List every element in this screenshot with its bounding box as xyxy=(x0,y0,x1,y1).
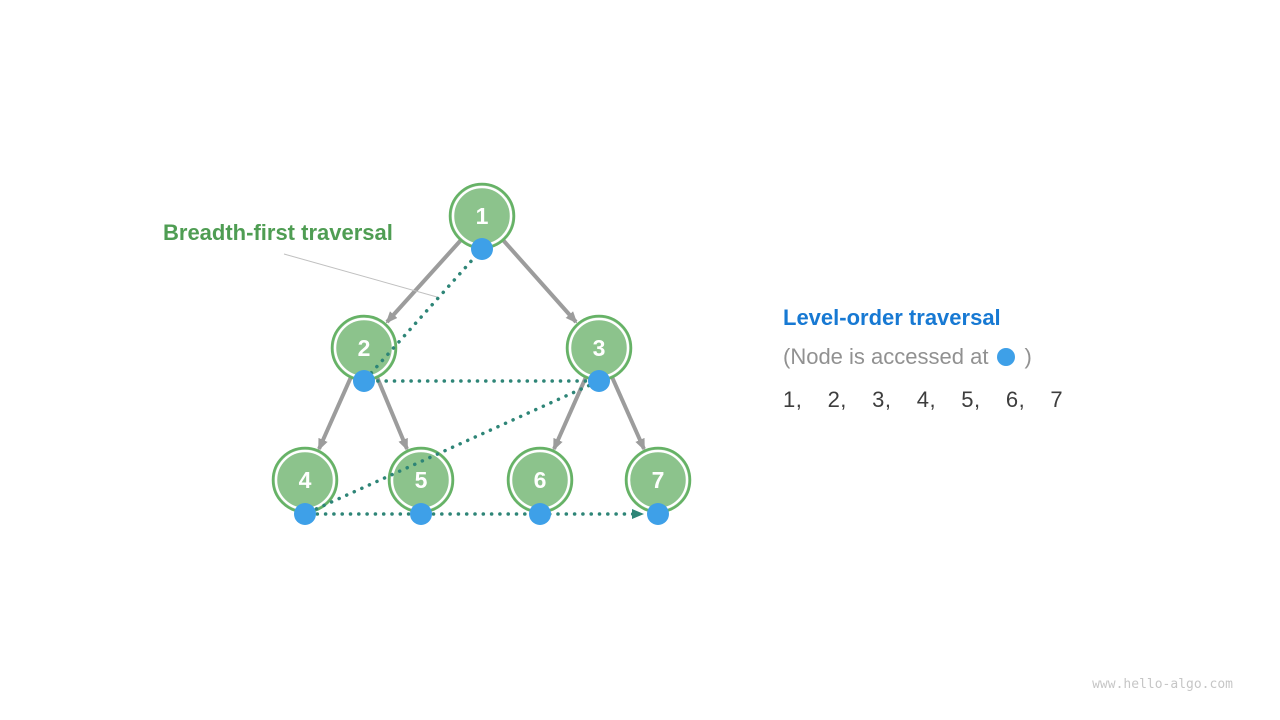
access-dot-node-2 xyxy=(353,370,375,392)
access-dot-node-3 xyxy=(588,370,610,392)
tree-edge-2-4 xyxy=(317,376,353,451)
tree-edge-1-3 xyxy=(501,238,578,324)
access-dot-node-1 xyxy=(471,238,493,260)
access-dots xyxy=(294,238,669,525)
tree-node-5: 5 xyxy=(387,446,455,514)
access-dot-node-5 xyxy=(410,503,432,525)
tree-edge-3-7 xyxy=(610,376,646,451)
access-dot-node-6 xyxy=(529,503,551,525)
tree-node-6: 6 xyxy=(506,446,574,514)
tree-edge-1-2 xyxy=(385,238,463,324)
node-value: 4 xyxy=(299,467,312,493)
legend-panel: Level-order traversal (Node is accessed … xyxy=(783,305,1063,413)
access-dot-node-7 xyxy=(647,503,669,525)
tree-node-7: 7 xyxy=(624,446,692,514)
node-value: 7 xyxy=(652,467,665,493)
label-leader-line xyxy=(283,253,438,298)
access-dot-legend-icon xyxy=(997,348,1016,366)
breadth-first-traversal-label: Breadth-first traversal xyxy=(163,220,393,245)
node-value: 2 xyxy=(358,335,371,361)
access-dot-node-4 xyxy=(294,503,316,525)
legend-note-suffix: ) xyxy=(1024,344,1032,369)
tree-node-3: 3 xyxy=(565,314,633,382)
watermark-text: www.hello-algo.com xyxy=(1092,677,1233,692)
node-value: 1 xyxy=(476,203,489,229)
tree-edge-2-5 xyxy=(375,376,409,451)
legend-note: (Node is accessed at ) xyxy=(783,344,1063,370)
node-value: 3 xyxy=(593,335,606,361)
traversal-sequence: 1, 2, 3, 4, 5, 6, 7 xyxy=(783,387,1064,412)
legend-note-prefix: (Node is accessed at xyxy=(783,344,989,369)
node-value: 6 xyxy=(534,467,547,493)
node-value: 5 xyxy=(415,467,428,493)
legend-title: Level-order traversal xyxy=(783,305,1001,330)
tree-node-4: 4 xyxy=(271,446,339,514)
